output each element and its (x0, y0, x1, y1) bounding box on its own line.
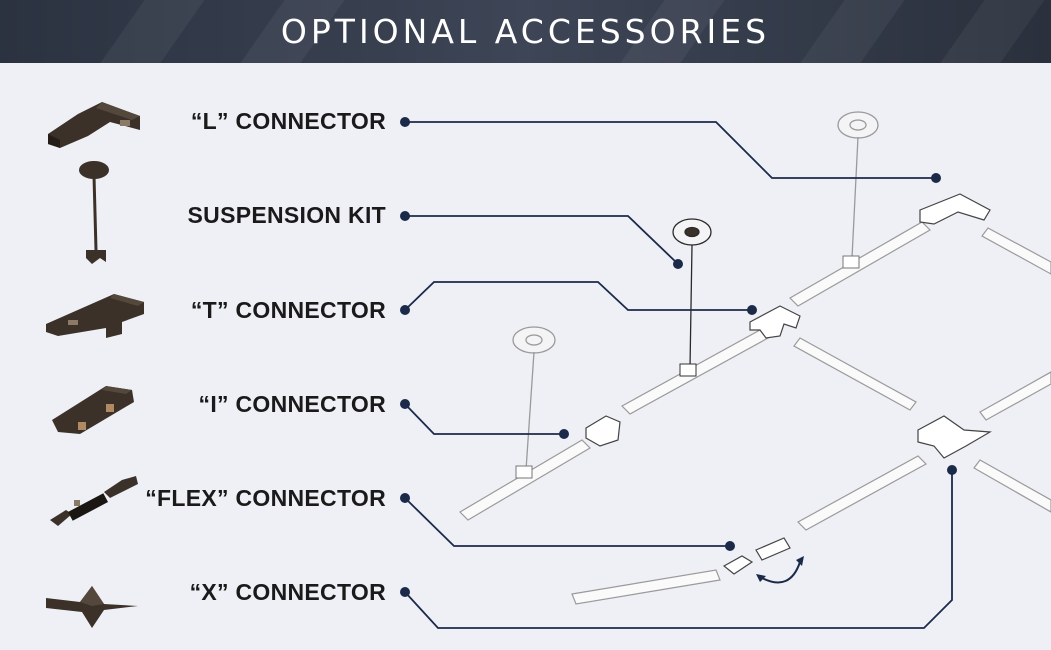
canopy-center (672, 218, 712, 369)
canopy-right (837, 111, 879, 259)
leader-x-connector (404, 470, 953, 629)
track-clip-right (842, 255, 860, 269)
i-connector-icon (52, 386, 134, 434)
leader-i-connector (404, 403, 562, 435)
scene-l-connector (919, 193, 991, 225)
leader-flex-connector (404, 497, 728, 547)
l-connector-icon (48, 102, 140, 148)
label-i-connector: “I” CONNECTOR (198, 391, 386, 417)
leader-dots (400, 117, 957, 597)
track-clip-left (515, 465, 533, 479)
header-banner: OPTIONAL ACCESSORIES (0, 0, 1051, 63)
page-title: OPTIONAL ACCESSORIES (280, 12, 771, 51)
suspension-kit-icon (79, 161, 109, 264)
label-flex-connector: “FLEX” CONNECTOR (145, 485, 386, 511)
leader-t-connector (404, 281, 750, 311)
installation-diagram (400, 111, 1051, 629)
label-t-connector: “T” CONNECTOR (190, 297, 386, 323)
x-connector-icon (46, 586, 138, 628)
flex-connector-icon (50, 476, 138, 526)
label-suspension-kit: SUSPENSION KIT (187, 202, 386, 228)
track-clip-center (679, 363, 697, 377)
leader-l-connector (405, 121, 936, 179)
label-l-connector: “L” CONNECTOR (190, 108, 386, 134)
label-x-connector: “X” CONNECTOR (189, 579, 386, 605)
scene-flex-connector (722, 537, 804, 584)
leader-suspension-kit (405, 215, 679, 265)
canopy-left (512, 326, 556, 471)
scene-x-connector (917, 415, 992, 459)
scene-i-connector (585, 415, 621, 447)
scene-t-connector (749, 305, 801, 339)
t-connector-icon (46, 294, 144, 338)
leader-lines (404, 121, 953, 629)
